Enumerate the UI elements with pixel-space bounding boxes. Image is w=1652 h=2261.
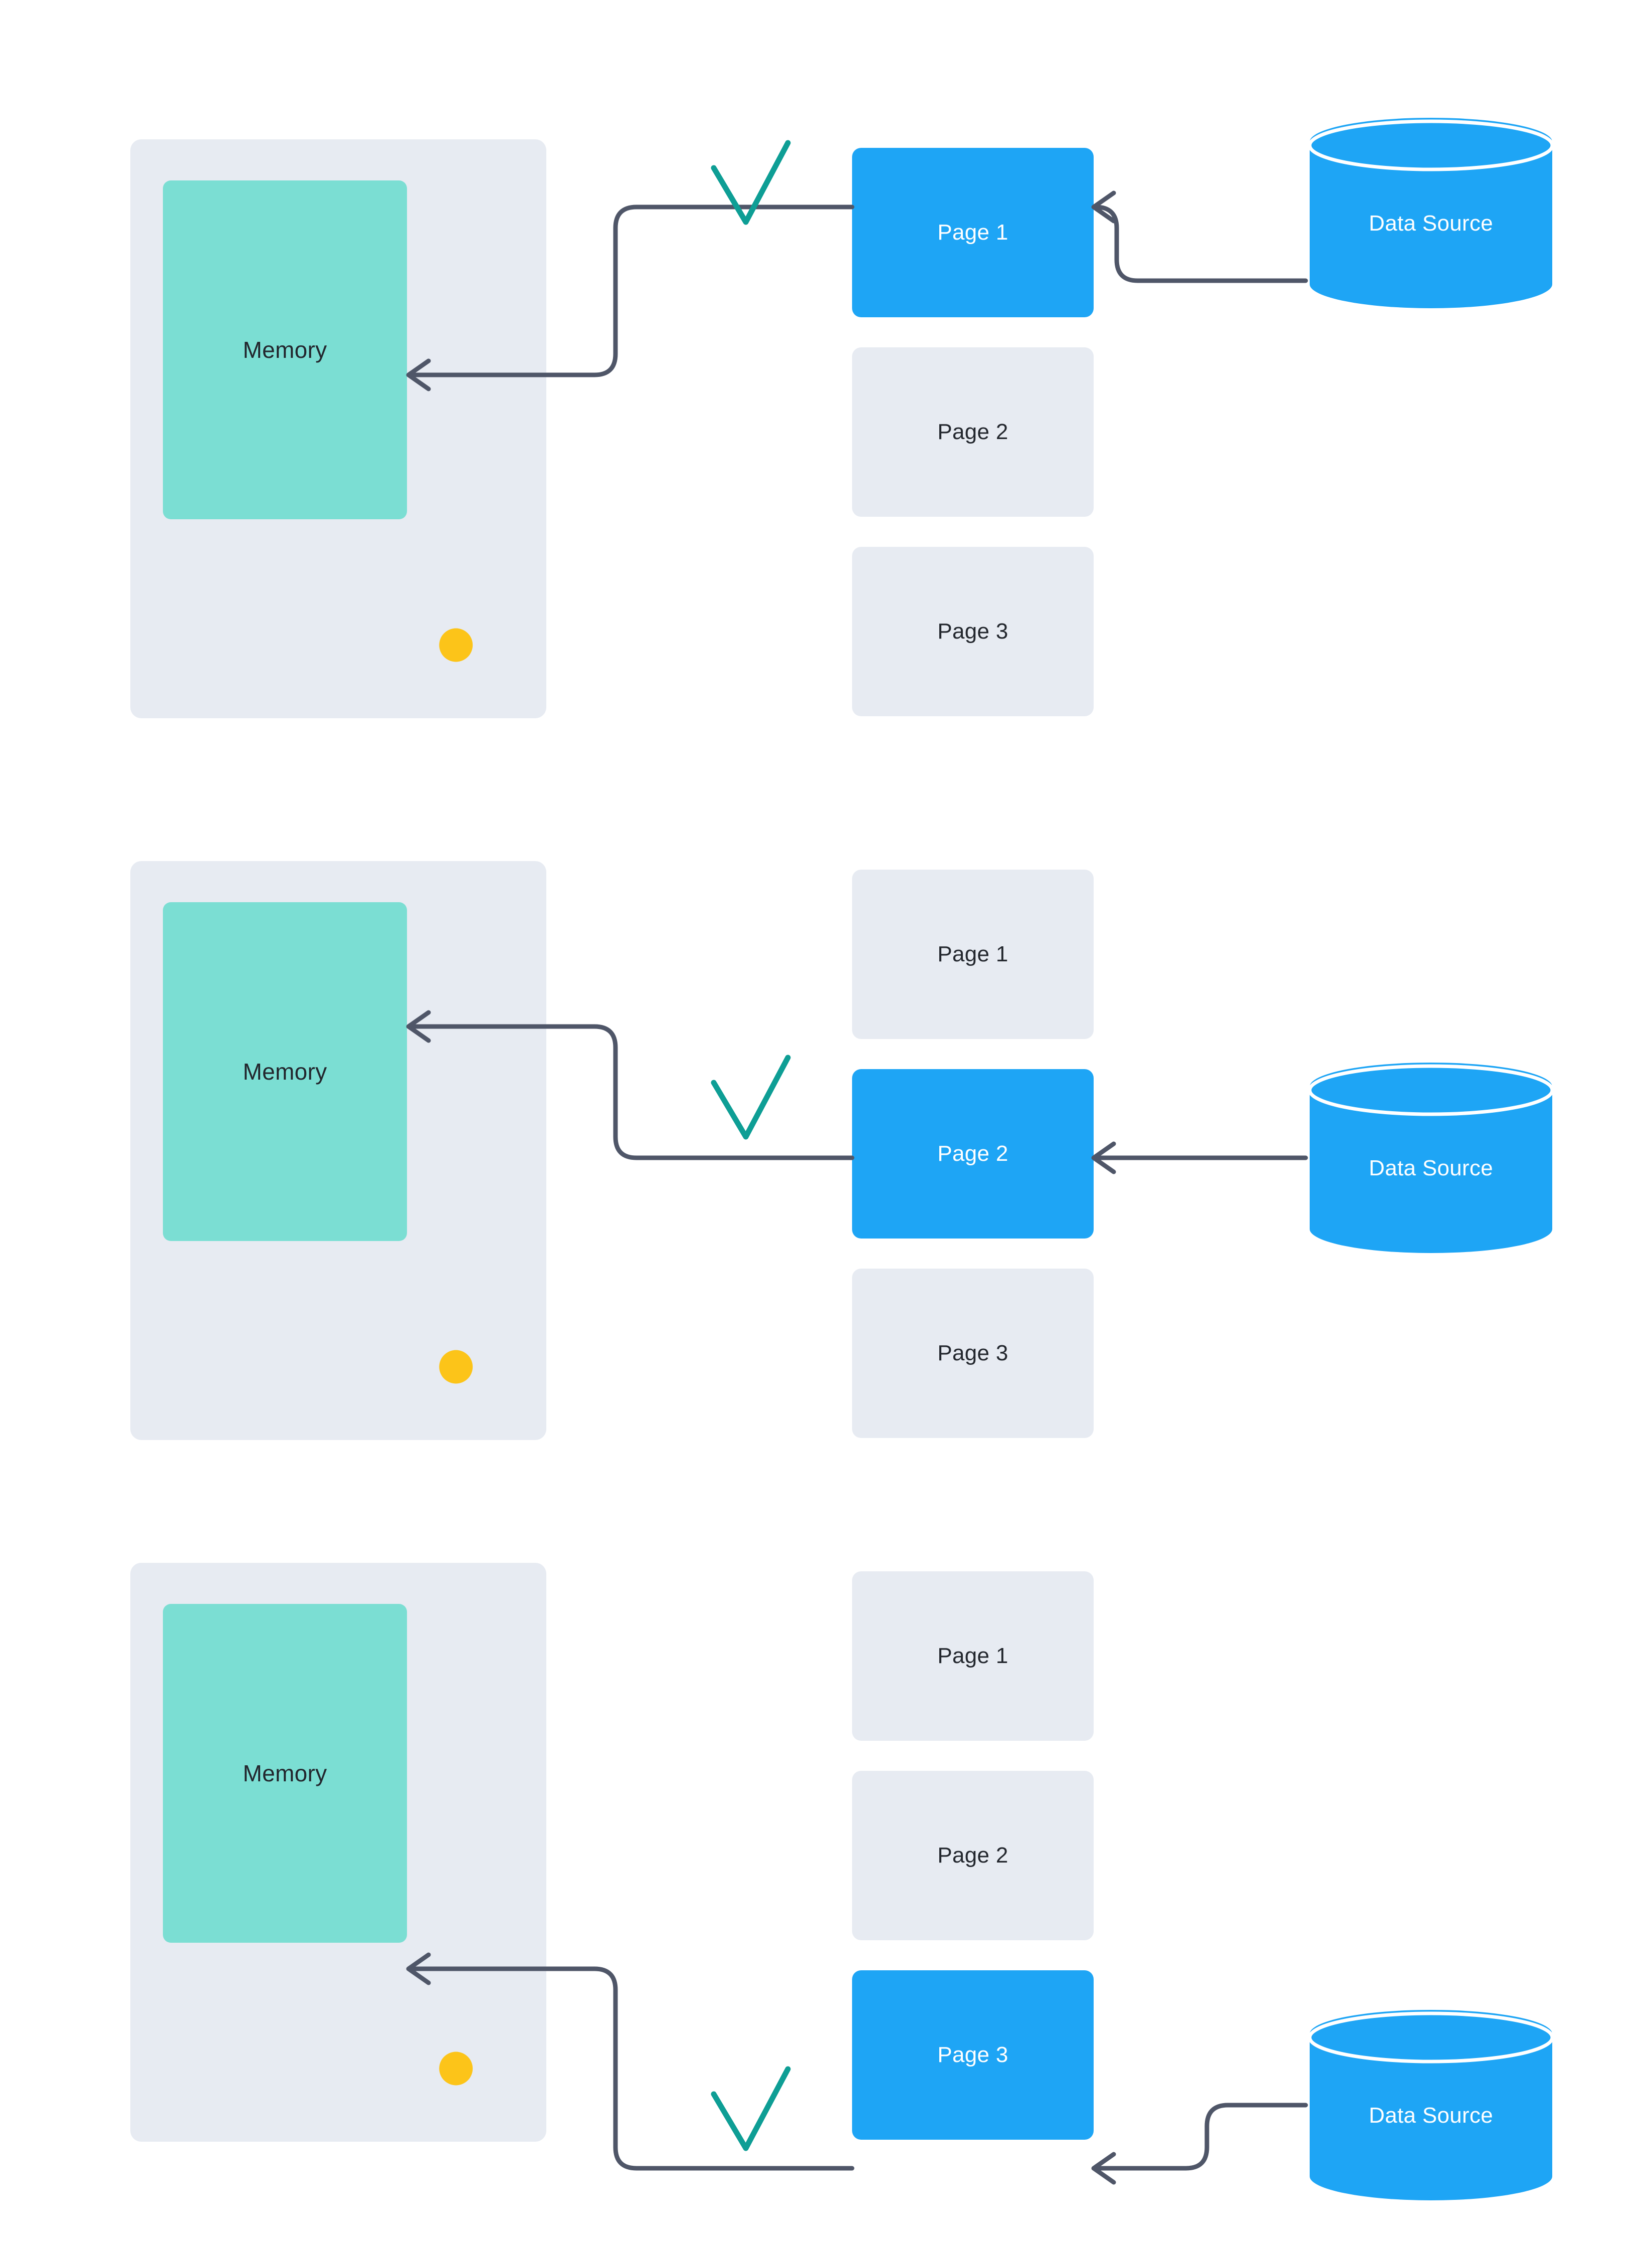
brand-logo-icon bbox=[430, 607, 506, 683]
wire-page-to-memory bbox=[408, 204, 855, 377]
check-mark-icon bbox=[711, 1055, 791, 1140]
page-box-3[interactable]: Page 3 bbox=[852, 1970, 1094, 2140]
memory-label: Memory bbox=[243, 337, 327, 363]
arrow-left-icon-page bbox=[1091, 190, 1116, 224]
wire-datasource-to-page bbox=[1093, 204, 1308, 283]
memory-box[interactable]: Memory bbox=[163, 1604, 407, 1943]
memory-box[interactable]: Memory bbox=[163, 902, 407, 1241]
arrow-left-icon-page bbox=[1091, 1141, 1116, 1174]
page-box-1[interactable]: Page 1 bbox=[852, 1571, 1094, 1741]
connector-layer-2 bbox=[406, 1010, 1308, 1174]
page-box-3[interactable]: Page 3 bbox=[852, 547, 1094, 716]
page-box-2[interactable]: Page 2 bbox=[852, 1069, 1094, 1239]
data-source-cylinder[interactable]: Data Source bbox=[1306, 118, 1556, 308]
page-list: Page 1 Page 2 Page 3 bbox=[852, 1571, 1094, 2170]
memory-container: Memory bbox=[130, 139, 546, 718]
check-mark-icon bbox=[711, 2066, 791, 2151]
data-source-cylinder[interactable]: Data Source bbox=[1306, 2010, 1556, 2200]
page-box-2[interactable]: Page 2 bbox=[852, 347, 1094, 517]
memory-label: Memory bbox=[243, 1760, 327, 1786]
page-box-1[interactable]: Page 1 bbox=[852, 148, 1094, 317]
page-list: Page 1 Page 2 Page 3 bbox=[852, 870, 1094, 1468]
wire-datasource-to-page bbox=[1093, 2103, 1308, 2171]
arrow-left-icon-page bbox=[1091, 2152, 1116, 2185]
arrow-left-icon-memory bbox=[406, 1010, 431, 1043]
memory-label: Memory bbox=[243, 1059, 327, 1085]
connector-layer-3 bbox=[406, 1952, 1308, 2185]
wire-page-to-memory bbox=[408, 1966, 855, 2171]
check-mark-icon bbox=[711, 140, 791, 225]
memory-box[interactable]: Memory bbox=[163, 180, 407, 519]
page-box-3[interactable]: Page 3 bbox=[852, 1269, 1094, 1438]
page-list: Page 1 Page 2 Page 3 bbox=[852, 148, 1094, 746]
page-box-2[interactable]: Page 2 bbox=[852, 1771, 1094, 1940]
memory-container: Memory bbox=[130, 1563, 546, 2142]
paging-step-2-panel: Memory Page 1 Page 2 Page 3 Data Source bbox=[0, 847, 1652, 1544]
brand-logo-icon bbox=[430, 1329, 506, 1405]
page-box-1[interactable]: Page 1 bbox=[852, 870, 1094, 1039]
wire-page-to-memory bbox=[408, 1024, 855, 1160]
connector-layer-1 bbox=[406, 140, 1308, 391]
brand-logo-icon bbox=[430, 2030, 506, 2107]
arrow-left-icon-memory bbox=[406, 358, 431, 391]
memory-container: Memory bbox=[130, 861, 546, 1440]
arrow-left-icon-memory bbox=[406, 1952, 431, 1985]
paging-step-1-panel: Memory Page 1 Page 2 Page 3 Data Source bbox=[0, 118, 1652, 822]
paging-step-3-panel: Memory Page 1 Page 2 Page 3 Data Source bbox=[0, 1549, 1652, 2245]
